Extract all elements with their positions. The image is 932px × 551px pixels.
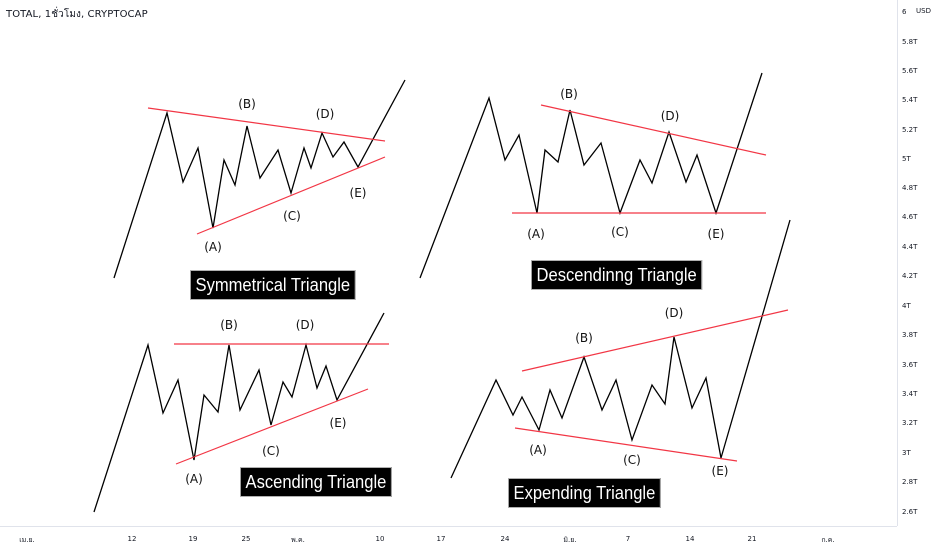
time-tick: มิ.ย.	[563, 536, 577, 544]
price-tick: 3.2T	[902, 419, 918, 427]
time-tick: 25	[241, 535, 251, 543]
time-tick: 7	[625, 535, 631, 543]
wave-label-d: (D)	[316, 107, 335, 121]
pattern-title-descending: Descendinng Triangle	[531, 260, 703, 290]
time-tick: 24	[500, 535, 510, 543]
price-tick: 6	[902, 8, 907, 16]
price-tick: 5.2T	[902, 126, 918, 134]
wave-label-e: (E)	[350, 186, 367, 200]
time-tick: พ.ค.	[291, 536, 305, 544]
time-tick: 14	[685, 535, 695, 543]
time-tick: 17	[436, 535, 446, 543]
price-tick: 4.2T	[902, 272, 918, 280]
price-tick: 4.4T	[902, 243, 918, 251]
wave-path-descending	[419, 72, 763, 279]
time-tick: 21	[747, 535, 757, 543]
price-tick: 3.8T	[902, 331, 918, 339]
wave-label-e: (E)	[712, 464, 729, 478]
price-tick: 4.6T	[902, 213, 918, 221]
wave-label-c: (C)	[262, 444, 280, 458]
wave-label-b: (B)	[560, 87, 578, 101]
price-tick: 4T	[902, 302, 911, 310]
trendline-upper-descending	[540, 104, 767, 156]
wave-label-b: (B)	[575, 331, 593, 345]
price-tick: 4.8T	[902, 184, 918, 192]
price-tick: 5T	[902, 155, 911, 163]
chart-canvas[interactable]: (A) (B) (C) (D) (E) (A) (B) (C) (D) (E) (A) (B) (C) (…	[0, 0, 897, 526]
symbol-legend[interactable]: TOTAL, 1ชั่วโมง, CRYPTOCAP	[6, 9, 148, 20]
wave-path-symmetrical	[113, 79, 406, 279]
wave-label-a: (A)	[527, 227, 545, 241]
trendline-upper-symmetrical	[147, 107, 386, 142]
price-tick: 5.8T	[902, 38, 918, 46]
wave-label-c: (C)	[283, 209, 301, 223]
trendline-lower-symmetrical	[196, 156, 386, 235]
wave-label-e: (E)	[708, 227, 725, 241]
pattern-title-symmetrical: Symmetrical Triangle	[190, 270, 356, 300]
trendline-lower-ascending	[175, 388, 369, 465]
wave-label-a: (A)	[185, 472, 203, 486]
wave-label-d: (D)	[661, 109, 680, 123]
time-tick: 19	[188, 535, 198, 543]
wave-label-d: (D)	[296, 318, 315, 332]
time-tick: เม.ย.	[19, 536, 35, 544]
time-tick: 12	[127, 535, 137, 543]
price-tick: 5.4T	[902, 96, 918, 104]
wave-label-c: (C)	[623, 453, 641, 467]
wave-label-a: (A)	[529, 443, 547, 457]
wave-label-c: (C)	[611, 225, 629, 239]
trendline-lower-expanding	[514, 427, 738, 462]
price-axis[interactable]: USD 5.8T 5.6T 5.4T 5.2T 5T 4.8T 4.6T 4.4T 4.2T 4T…	[897, 0, 932, 526]
pattern-title-ascending: Ascending Triangle	[240, 467, 392, 497]
price-tick: 2.6T	[902, 508, 918, 516]
trendline-upper-expanding	[521, 309, 789, 372]
wave-label-e: (E)	[330, 416, 347, 430]
price-tick: 3T	[902, 449, 911, 457]
price-tick: 5.6T	[902, 67, 918, 75]
time-tick: ก.ค.	[821, 536, 835, 544]
time-tick: 10	[375, 535, 385, 543]
price-tick: 2.8T	[902, 478, 918, 486]
currency-label[interactable]: USD	[916, 7, 931, 15]
time-axis[interactable]: เม.ย. 12 19 25 พ.ค. 10 17 24 มิ.ย. 7 14 21 ก.ค.	[0, 526, 897, 551]
wave-path-expanding	[450, 219, 791, 479]
wave-label-a: (A)	[204, 240, 222, 254]
wave-label-b: (B)	[238, 97, 256, 111]
pattern-title-expanding: Expending Triangle	[508, 478, 661, 508]
price-tick: 3.4T	[902, 390, 918, 398]
wave-path-ascending	[93, 312, 385, 513]
wave-label-b: (B)	[220, 318, 238, 332]
price-tick: 3.6T	[902, 361, 918, 369]
wave-label-d: (D)	[665, 306, 684, 320]
